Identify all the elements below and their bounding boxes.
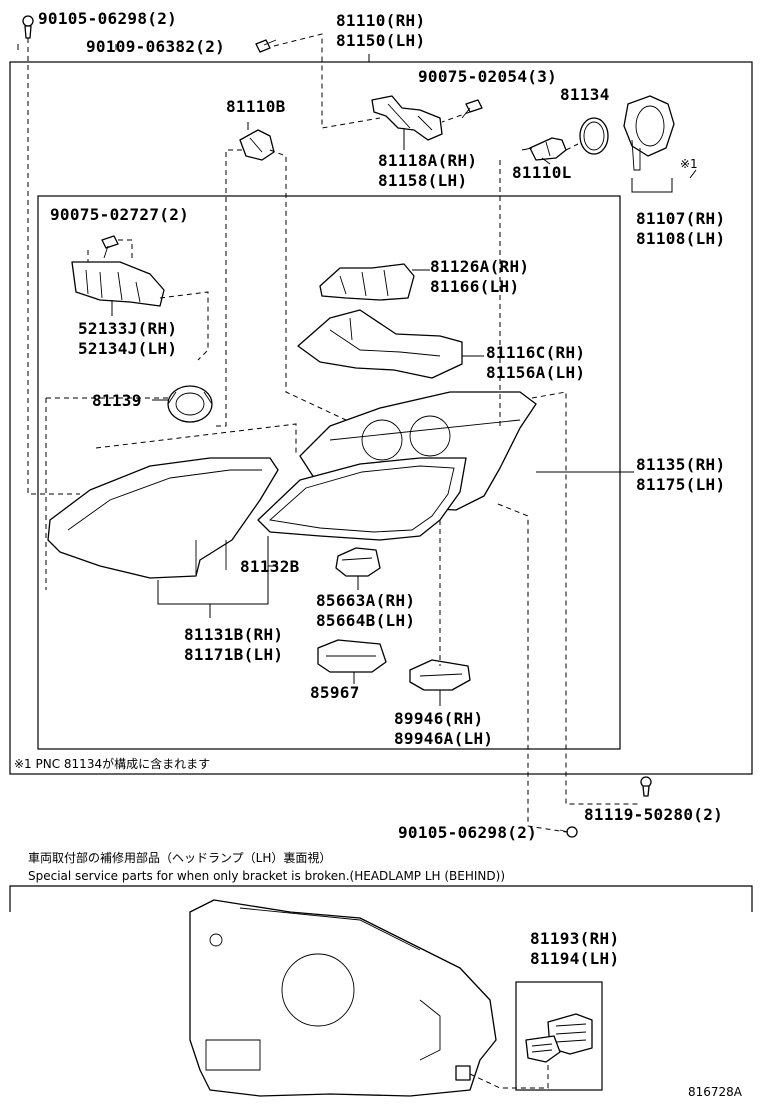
label-ballast-rh: 89946(RH): [394, 709, 483, 728]
repair-kit-icon: [525, 1013, 593, 1063]
label-screw-inner: 90075-02727(2): [50, 205, 189, 224]
screw-icon: [101, 235, 119, 259]
cap-icon: [167, 385, 213, 423]
screw-icon: [255, 39, 277, 53]
label-repair-kit-rh: 81193(RH): [530, 929, 619, 948]
label-socket-rh: 81107(RH): [636, 209, 725, 228]
label-headlamp-rh: 81110(RH): [336, 11, 425, 30]
label-bracket-lh: 81158(LH): [378, 171, 467, 190]
label-retainer-lh: 81166(LH): [430, 277, 519, 296]
label-bolt-top-left: 90105-06298(2): [38, 9, 177, 28]
repair-kit-frame: [515, 981, 603, 1091]
lens-icon: [47, 457, 279, 579]
label-reflector-lh: 81156A(LH): [486, 363, 585, 382]
bulb-icon: [521, 137, 567, 161]
label-gasket: 81134: [560, 85, 610, 104]
drawing-number: 816728A: [688, 1085, 743, 1099]
label-housing-rh: 81135(RH): [636, 455, 725, 474]
footnote: ※1 PNC 81134が構成に含まれます: [14, 756, 210, 771]
bulb-icon: [239, 129, 275, 161]
label-bulb-b: 81110B: [226, 97, 286, 116]
section-frame: [9, 885, 753, 912]
label-computer-rh: 85663A(RH): [316, 591, 415, 610]
label-side-bracket-rh: 52133J(RH): [78, 319, 177, 338]
label-socket-lh: 81108(LH): [636, 229, 725, 248]
label-retainer-rh: 81126A(RH): [430, 257, 529, 276]
gasket-ring-icon: [579, 117, 609, 155]
label-cap: 81139: [92, 391, 142, 410]
outer-frame: [9, 61, 753, 775]
bolt-icon: [559, 826, 578, 838]
label-bolt-bottom: 90105-06298(2): [398, 823, 537, 842]
bolt-icon: [640, 776, 652, 797]
side-bracket-icon: [71, 261, 165, 307]
label-lens-rh: 81131B(RH): [184, 625, 283, 644]
computer-icon: [335, 547, 381, 577]
label-headlamp-lh: 81150(LH): [336, 31, 425, 50]
ballast-icon: [409, 659, 471, 691]
reflector-icon: [297, 309, 463, 379]
retainer-icon: [319, 263, 415, 301]
label-bracket-rh: 81118A(RH): [378, 151, 477, 170]
label-repair-kit-lh: 81194(LH): [530, 949, 619, 968]
bolt-icon: [22, 15, 34, 39]
label-ballast-lh: 89946A(LH): [394, 729, 493, 748]
label-computer-lh: 85664B(LH): [316, 611, 415, 630]
label-reflector-rh: 81116C(RH): [486, 343, 585, 362]
label-bulb-l: 81110L: [512, 163, 572, 182]
section-title-en: Special service parts for when only brac…: [28, 869, 505, 883]
label-lens-lh: 81171B(LH): [184, 645, 283, 664]
label-housing-lh: 81175(LH): [636, 475, 725, 494]
label-screw-top-right: 90075-02054(3): [418, 67, 557, 86]
socket-cover-icon: [623, 95, 675, 171]
label-seal: 81132B: [240, 557, 300, 576]
section-title-jp: 車両取付部の補修用部品（ヘッドランプ（LH）裏面視）: [28, 850, 331, 865]
label-screw-top: 90109-06382(2): [86, 37, 225, 56]
label-note-mark: ※1: [680, 157, 698, 171]
label-ecu: 85967: [310, 683, 360, 702]
ecu-icon: [317, 639, 387, 673]
headlamp-back-view-icon: [189, 899, 497, 1097]
label-bolt-right: 81119-50280(2): [584, 805, 723, 824]
screw-icon: [461, 99, 483, 119]
label-side-bracket-lh: 52134J(LH): [78, 339, 177, 358]
bracket-icon: [371, 95, 443, 141]
seal-icon: [257, 457, 467, 541]
